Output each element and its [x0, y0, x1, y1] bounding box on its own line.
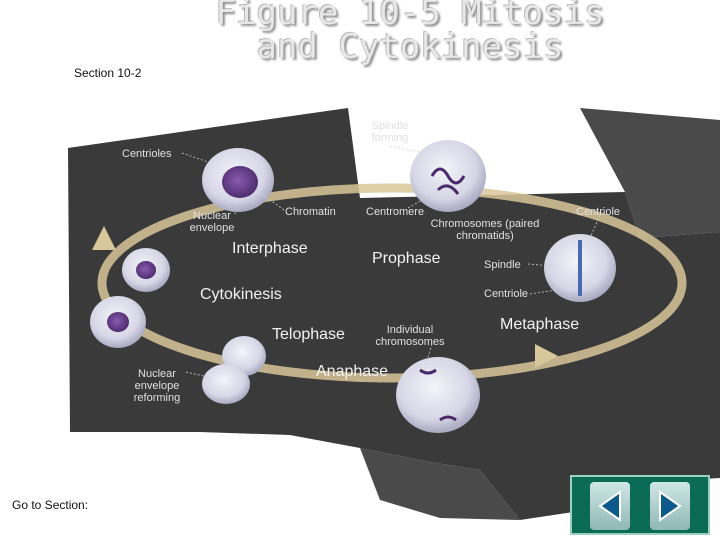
- label-spindle-forming: Spindle forming: [371, 120, 409, 144]
- leader-individual-chromosomes: [423, 343, 433, 371]
- diagram-panel-right: [580, 108, 720, 238]
- figure-title: Figure 10-5 Mitosis and Cytokinesis: [180, 0, 640, 64]
- label-nuclear-envelope-reforming: Nuclear envelope reforming: [133, 368, 181, 404]
- back-button[interactable]: [590, 482, 630, 530]
- diagram-panel-bottom: [360, 448, 520, 520]
- phase-metaphase: Metaphase: [500, 316, 580, 333]
- figure-title-line-1: Figure 10-5 Mitosis: [215, 0, 605, 33]
- anaphase-cell: [396, 357, 480, 433]
- leader-centriole-mid: [529, 289, 557, 295]
- forward-button[interactable]: [650, 482, 690, 530]
- label-centriole-top: Centriole: [576, 206, 621, 218]
- phase-anaphase: Anaphase: [316, 363, 389, 380]
- leader-spindle: [527, 263, 553, 267]
- label-centrioles: Centrioles: [122, 148, 172, 160]
- phase-interphase: Interphase: [232, 240, 308, 257]
- leader-chromatin: [255, 189, 285, 211]
- leader-spindle-forming: [389, 145, 421, 153]
- cytokinesis-nucleus-upper: [136, 261, 156, 279]
- anaphase-chromosomes: [419, 368, 457, 422]
- phase-prophase: Prophase: [372, 250, 441, 267]
- figure-title-line-2: and Cytokinesis: [256, 27, 564, 67]
- cell-cycle-ring: [97, 183, 687, 383]
- goto-section-label: Go to Section:: [12, 498, 89, 512]
- telophase-cell-lower: [202, 364, 250, 404]
- forward-arrow-icon: [659, 490, 682, 522]
- label-spindle: Spindle: [484, 259, 521, 271]
- nav-bar: [570, 475, 710, 535]
- label-chromosomes: Chromosomes (paired chromatids): [430, 218, 540, 242]
- leader-nuclear-envelope-reforming: [185, 371, 213, 379]
- label-individual-chromosomes: Individual chromosomes: [375, 324, 445, 348]
- phase-cytokinesis: Cytokinesis: [200, 286, 282, 303]
- ring-arrow-right: [535, 344, 558, 368]
- label-centromere: Centromere: [366, 206, 425, 218]
- label-centriole-mid: Centriole: [484, 288, 529, 300]
- interphase-nucleus: [222, 166, 258, 198]
- label-chromatin: Chromatin: [285, 206, 336, 218]
- phase-telophase: Telophase: [272, 326, 345, 343]
- prophase-chromosomes: [430, 167, 466, 195]
- ring-arrow-up: [92, 226, 116, 250]
- leader-nuclear-envelope: [221, 199, 237, 215]
- label-nuclear-envelope: Nuclear envelope: [189, 210, 235, 234]
- cytokinesis-nucleus-lower: [107, 312, 129, 332]
- back-arrow-icon: [598, 490, 621, 522]
- leader-centriole-top: [589, 214, 601, 239]
- leader-centrioles: [181, 152, 209, 163]
- section-label: Section 10-2: [74, 66, 142, 80]
